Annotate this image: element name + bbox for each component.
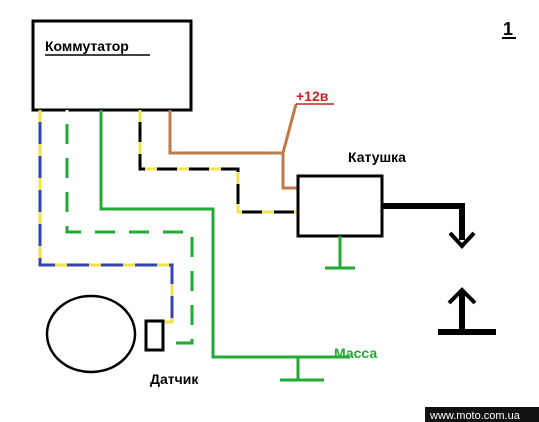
commutator-label: Коммутатор	[45, 38, 129, 54]
wire-green-ground	[99, 110, 350, 359]
commutator-box	[31, 19, 193, 112]
coil-ground-symbol	[325, 236, 355, 270]
watermark-text: www.moto.com.ua	[429, 410, 521, 422]
flywheel-rotor	[45, 294, 137, 374]
wire-black-yellow	[138, 110, 297, 214]
coil-box	[296, 174, 384, 238]
ground-symbol	[280, 357, 324, 382]
wire-brown	[168, 103, 298, 190]
plus12v-label: +12в	[296, 88, 329, 104]
coil-label: Катушка	[348, 149, 406, 165]
wire-blue-yellow	[38, 110, 174, 324]
spark-electrode-symbol	[438, 287, 496, 335]
figure-number: 1	[503, 19, 513, 39]
ground-label: Масса	[334, 345, 377, 361]
sensor-box	[144, 319, 165, 352]
wire-green-white	[65, 110, 194, 345]
high-voltage-lead	[382, 203, 476, 249]
sensor-label: Датчик	[150, 371, 199, 387]
watermark-bar	[425, 407, 539, 422]
